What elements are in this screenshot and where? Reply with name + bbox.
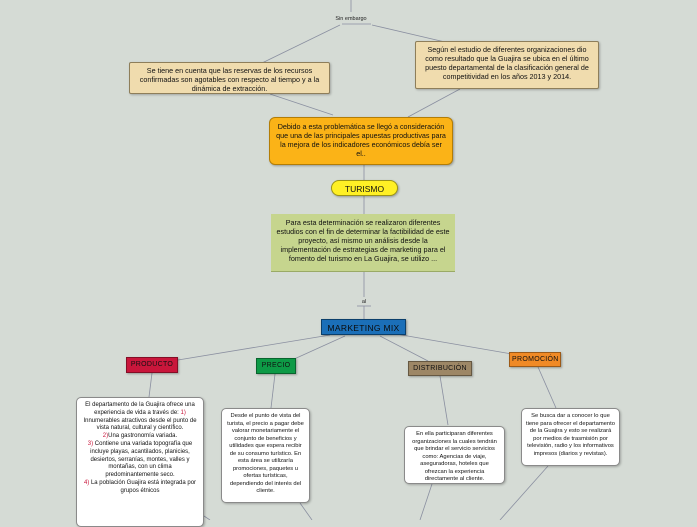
link-mix-to-distribucion [379, 335, 429, 362]
link-distribucion-to-card [439, 375, 449, 426]
link-precio-card-down [299, 502, 313, 520]
link-promocion-card-down [499, 465, 549, 520]
tourism-node[interactable]: TURISMO [331, 180, 398, 196]
determination-node[interactable]: Para esta determinación se realizaron di… [271, 214, 455, 272]
reserves-node[interactable]: Se tiene en cuenta que las reservas de l… [129, 62, 330, 94]
producto-item-1: Innumerables atractivos desde el punto d… [83, 417, 197, 432]
competitiveness-study-node[interactable]: Según el estudio de diferentes organizac… [415, 41, 599, 89]
producto-item-1-number: 1) [180, 409, 186, 416]
promocion-card[interactable]: Se busca dar a conocer lo que tiene para… [521, 408, 620, 466]
distribucion-node[interactable]: DISTRIBUCIÓN [408, 361, 472, 376]
link-promocion-to-card [537, 366, 557, 409]
precio-card[interactable]: Desde el punto de vista del turista, el … [221, 408, 310, 503]
producto-intro: El departamento de la Guajira ofrece una… [85, 402, 195, 416]
link-sin-to-study [371, 24, 446, 43]
producto-card[interactable]: El departamento de la Guajira ofrece una… [76, 397, 204, 527]
promocion-node[interactable]: PROMOCIÓN [509, 352, 561, 367]
link-distribucion-card-down [419, 483, 433, 520]
producto-item-4: La población Guajira está integrada por … [90, 479, 197, 494]
distribucion-card[interactable]: En ella participaran diferentes organiza… [404, 426, 505, 484]
link-sin-to-reserves [261, 24, 341, 64]
link-mix-to-promocion [395, 333, 513, 355]
producto-node[interactable]: PRODUCTO [126, 357, 178, 373]
producto-item-2-number: 2) [102, 433, 109, 440]
marketing-mix-node[interactable]: MARKETING MIX [321, 319, 406, 335]
al-label: al [361, 299, 367, 305]
link-mix-to-producto [177, 334, 331, 361]
link-mix-to-precio [291, 335, 346, 361]
producto-item-3-number: 3) [87, 440, 94, 447]
producto-item-3: Contiene una variada topografía que incl… [90, 440, 193, 479]
producto-item-2: Una gastronomía variada. [108, 433, 178, 440]
link-study-to-problem [407, 88, 461, 118]
precio-node[interactable]: PRECIO [256, 358, 296, 374]
problem-node[interactable]: Debido a esta problemática se llegó a co… [269, 117, 453, 165]
producto-item-4-number: 4) [83, 479, 90, 486]
sin-embargo-label: Sin embargo [335, 16, 367, 22]
link-reserves-to-problem [269, 93, 334, 116]
link-producto-to-card [148, 372, 153, 398]
link-producto-card-side [203, 515, 211, 520]
link-precio-to-card [270, 373, 276, 409]
